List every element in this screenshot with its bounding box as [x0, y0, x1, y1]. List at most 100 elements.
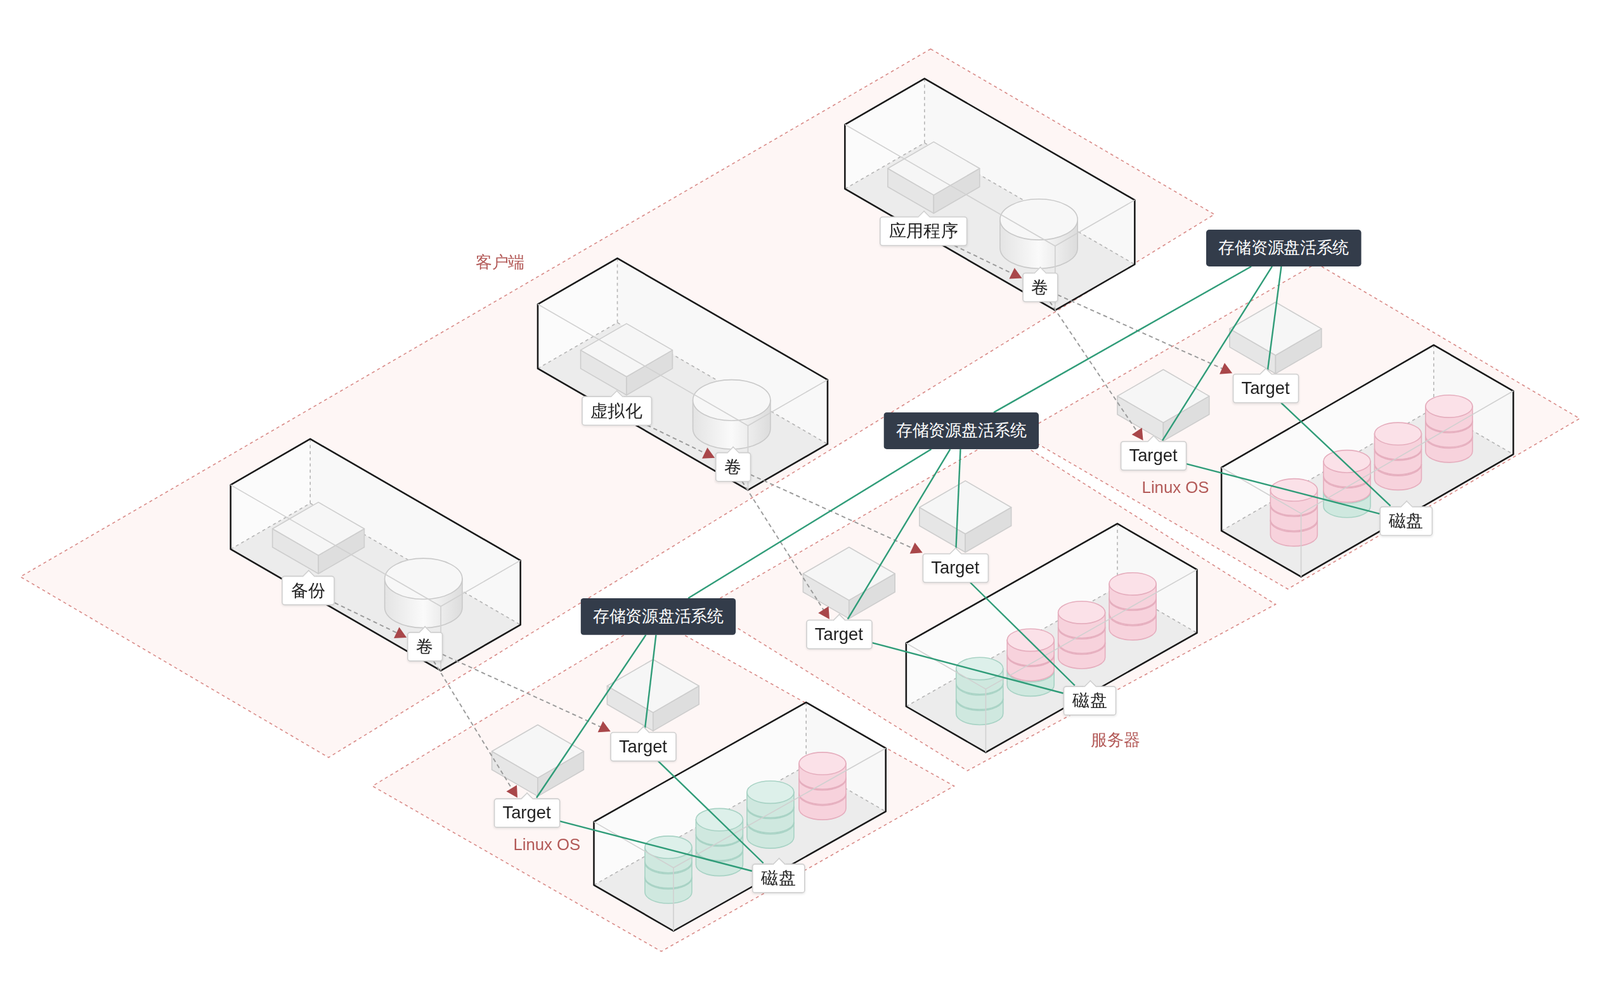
box-outline [593, 702, 886, 931]
green-link [1162, 266, 1273, 441]
connector-line [644, 634, 656, 732]
node-text: 磁盘 [760, 866, 796, 889]
connector-line [1281, 402, 1391, 507]
green-link [970, 582, 1075, 686]
connector-line [1186, 463, 1380, 514]
arrow-head [1008, 267, 1022, 279]
connector-line [954, 245, 1015, 274]
tag-box: Target [1119, 440, 1187, 470]
dashed-arrow [1057, 294, 1233, 375]
device-top [802, 546, 895, 600]
tag-box: 备份 [281, 575, 335, 605]
region-label: 服务器 [1090, 729, 1140, 751]
box-edge [985, 688, 987, 753]
green-link [658, 760, 764, 864]
device-top [606, 658, 699, 713]
disk-cylinder-top [1323, 450, 1371, 473]
node-text: 存储资源盘活系统 [896, 420, 1027, 441]
green-link [955, 448, 961, 553]
node-text: 卷 [416, 635, 434, 657]
connector-line [955, 448, 961, 553]
connector-line [847, 448, 951, 619]
box-edge [537, 304, 828, 426]
device-top [272, 502, 365, 556]
system-label: 存储资源盘活系统 [1206, 229, 1362, 267]
green-link [1186, 463, 1380, 514]
node-text: 存储资源盘活系统 [592, 606, 724, 627]
green-link [871, 642, 1064, 694]
arrow-head [1131, 427, 1144, 441]
node-text: Target [502, 801, 551, 824]
hidden-edge [309, 438, 311, 503]
disk-cylinder-top [1425, 395, 1473, 418]
green-link [688, 448, 931, 599]
device-top [580, 323, 673, 377]
region-label: Linux OS [513, 835, 581, 855]
connector-line [1049, 301, 1138, 433]
dashed-arrow [954, 245, 1023, 280]
disk-cylinder-top [1270, 478, 1318, 501]
box-outline [230, 438, 521, 671]
node-text: 应用程序 [889, 220, 959, 242]
dashed-arrow [750, 474, 923, 554]
arrow-head [393, 627, 407, 638]
box-floor [593, 765, 886, 931]
region-label: Linux OS [1142, 478, 1210, 498]
device-top [1117, 369, 1210, 423]
connector-line [970, 582, 1075, 686]
disk-cylinder-top [1374, 422, 1422, 445]
hidden-edge [906, 586, 1198, 706]
dashed-arrow [741, 481, 830, 619]
tag-box: 磁盘 [1379, 505, 1434, 536]
connector-line [442, 653, 603, 727]
green-link [1281, 402, 1391, 507]
arrow-head [702, 447, 715, 458]
device-top [887, 142, 980, 196]
region-label: 客户端 [475, 251, 525, 274]
arrow-head [506, 784, 517, 798]
node-text: Target [618, 734, 668, 757]
connector-line [688, 448, 931, 599]
arrow-head [598, 721, 611, 733]
tag-box: Target [922, 552, 989, 583]
system-label: 存储资源盘活系统 [883, 412, 1039, 449]
connector-line [871, 642, 1064, 694]
box-edge [1221, 390, 1514, 514]
node-text: 备份 [291, 578, 326, 601]
connector-line [646, 424, 707, 454]
hidden-edge [844, 142, 1135, 264]
green-link [847, 448, 951, 619]
connector-line [741, 481, 825, 612]
volume-cylinder-top [384, 558, 463, 599]
tag-box: 磁盘 [1063, 685, 1117, 716]
connector-line [1162, 266, 1273, 441]
dashed-arrow [334, 602, 407, 638]
dashed-arrow [646, 424, 715, 459]
hidden-edge [923, 78, 926, 143]
box-outline [906, 523, 1198, 752]
arrow-head [1219, 362, 1233, 375]
arrow-head [910, 542, 923, 554]
green-link [559, 820, 753, 871]
node-text: 磁盘 [1072, 689, 1108, 711]
tag-box: Target [805, 618, 872, 649]
box-floor [906, 586, 1198, 753]
box-outline [537, 258, 828, 490]
green-link [993, 266, 1252, 413]
volume-cylinder-top [1000, 199, 1078, 240]
tag-box: 应用程序 [879, 215, 968, 246]
box-edge [672, 867, 675, 931]
tag-box: 卷 [714, 451, 751, 482]
node-text: 卷 [1031, 275, 1049, 298]
device-top [492, 724, 585, 778]
disk-cylinder-top [1007, 628, 1054, 651]
disk-cylinder-top [747, 780, 794, 803]
box-edge [906, 569, 1198, 689]
node-text: 磁盘 [1388, 509, 1424, 532]
connector-line [993, 266, 1252, 413]
dashed-arrow [442, 653, 611, 732]
box-edge [844, 124, 1135, 246]
connector-line [750, 474, 914, 549]
